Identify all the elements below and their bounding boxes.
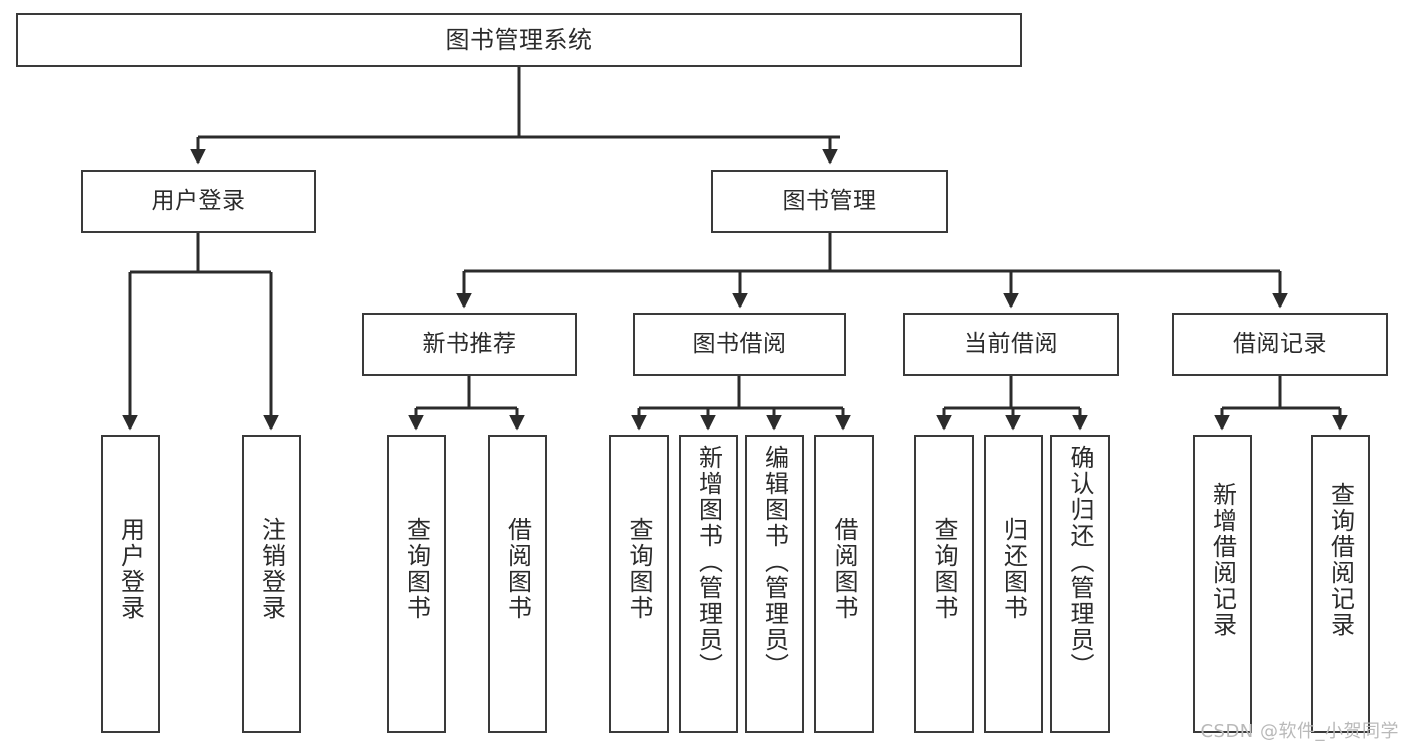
node-label: 新增借阅记录 xyxy=(1208,482,1237,638)
node-new-book-recommend[interactable]: 新书推荐 xyxy=(362,313,577,376)
node-label: 查询图书 xyxy=(402,517,431,621)
leaf-user-login-signout[interactable]: 注销登录 xyxy=(242,435,301,733)
node-label: 查询图书 xyxy=(930,517,958,621)
node-label: 编辑图书（管理员） xyxy=(760,445,789,679)
csdn-watermark: CSDN @软件_小贺同学 xyxy=(1200,721,1399,742)
leaf-records-query-record[interactable]: 查询借阅记录 xyxy=(1311,435,1370,733)
node-label: 注销登录 xyxy=(257,517,286,621)
leaf-new-book-query[interactable]: 查询图书 xyxy=(387,435,446,733)
leaf-current-confirm-return-admin[interactable]: 确认归还（管理员） xyxy=(1050,435,1110,733)
leaf-borrow-edit-book-admin[interactable]: 编辑图书（管理员） xyxy=(745,435,804,733)
leaf-borrow-query-book[interactable]: 查询图书 xyxy=(609,435,669,733)
node-label: 借阅图书 xyxy=(830,517,858,621)
leaf-borrow-add-book-admin[interactable]: 新增图书（管理员） xyxy=(679,435,738,733)
node-label: 查询图书 xyxy=(625,517,653,621)
node-label: 新书推荐 xyxy=(422,330,517,357)
node-label: 借阅图书 xyxy=(503,517,532,621)
leaf-current-query-book[interactable]: 查询图书 xyxy=(914,435,974,733)
leaf-current-return-book[interactable]: 归还图书 xyxy=(984,435,1043,733)
node-user-login[interactable]: 用户登录 xyxy=(81,170,316,233)
node-borrow-records[interactable]: 借阅记录 xyxy=(1172,313,1388,376)
node-book-borrow[interactable]: 图书借阅 xyxy=(633,313,846,376)
node-book-management[interactable]: 图书管理 xyxy=(711,170,948,233)
node-label: 借阅记录 xyxy=(1233,330,1327,357)
node-label: 用户登录 xyxy=(116,517,145,621)
node-label: 用户登录 xyxy=(151,187,246,214)
node-root-system[interactable]: 图书管理系统 xyxy=(16,13,1022,67)
node-label: 确认归还（管理员） xyxy=(1066,445,1094,679)
node-label: 查询借阅记录 xyxy=(1326,482,1355,638)
node-label: 新增图书（管理员） xyxy=(694,445,723,679)
leaf-new-book-borrow[interactable]: 借阅图书 xyxy=(488,435,547,733)
node-label: 图书借阅 xyxy=(692,330,787,357)
node-current-borrow[interactable]: 当前借阅 xyxy=(903,313,1119,376)
node-label: 图书管理系统 xyxy=(445,25,593,54)
node-label: 当前借阅 xyxy=(964,330,1058,357)
node-label: 归还图书 xyxy=(999,517,1028,621)
node-label: 图书管理 xyxy=(782,187,877,214)
leaf-records-add-record[interactable]: 新增借阅记录 xyxy=(1193,435,1252,733)
leaf-user-login-signin[interactable]: 用户登录 xyxy=(101,435,160,733)
leaf-borrow-borrow-book[interactable]: 借阅图书 xyxy=(814,435,874,733)
